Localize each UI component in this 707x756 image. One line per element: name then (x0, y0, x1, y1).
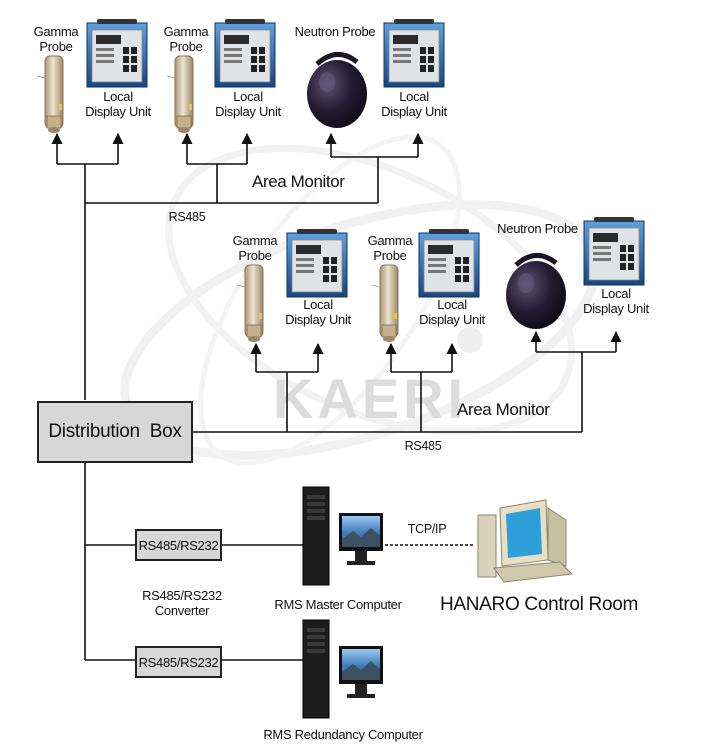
display-unit-icon-g2-3 (583, 217, 645, 286)
tcpip-label: TCP/IP (407, 522, 447, 536)
neutron-probe-icon-g2-3 (506, 253, 566, 329)
display-label-g2-2: Local Display Unit (419, 297, 485, 327)
distribution-box: Distribution Box (37, 401, 193, 463)
display-unit-icon-g2-1 (286, 229, 348, 298)
converter-caption: RS485/RS232 Converter (142, 588, 222, 618)
master-computer-label: RMS Master Computer (274, 597, 402, 612)
display-label-g1-2: Local Display Unit (215, 89, 281, 119)
converter-box-2-label: RS485/RS232 (138, 654, 219, 670)
display-label-g2-3: Local Display Unit (583, 286, 649, 316)
gamma-probe-icon-g1-2 (166, 55, 194, 133)
probe-label-g1-1: Gamma Probe (33, 24, 79, 54)
probe-label-g2-3: Neutron Probe (497, 221, 578, 236)
watermark-text: KAERI (273, 367, 467, 430)
display-label-g1-1: Local Display Unit (85, 89, 151, 119)
distribution-box-label: Distribution Box (48, 421, 182, 442)
probe-label-g2-1: Gamma Probe (232, 233, 278, 263)
display-unit-icon-g1-2 (214, 19, 276, 88)
display-unit-icon-g2-2 (418, 229, 480, 298)
probe-label-g1-3: Neutron Probe (294, 24, 376, 39)
area-monitor-title-2: Area Monitor (457, 400, 550, 419)
area-monitor-title-1: Area Monitor (252, 172, 345, 191)
rs485-label-1: RS485 (168, 210, 206, 224)
control-room-pc-icon (477, 499, 574, 583)
display-label-g1-3: Local Display Unit (381, 89, 447, 119)
converter-box-2: RS485/RS232 (135, 646, 222, 678)
gamma-probe-icon-g1-1 (36, 55, 64, 133)
probe-label-g2-2: Gamma Probe (367, 233, 413, 263)
wiring (51, 132, 622, 661)
probe-label-g1-2: Gamma Probe (163, 24, 209, 54)
redundancy-computer-icon (302, 619, 383, 719)
redundancy-computer-label: RMS Redundancy Computer (263, 727, 423, 742)
gamma-probe-icon-g2-1 (236, 264, 264, 342)
display-unit-icon-g1-1 (86, 19, 148, 88)
rs485-label-2: RS485 (404, 439, 442, 453)
devices (36, 19, 645, 719)
neutron-probe-icon-g1-3 (307, 52, 367, 128)
display-label-g2-1: Local Display Unit (285, 297, 351, 327)
gamma-probe-icon-g2-2 (371, 264, 399, 342)
display-unit-icon-g1-3 (383, 19, 445, 88)
control-room-label: HANARO Control Room (439, 594, 639, 615)
converter-box-1-label: RS485/RS232 (138, 537, 219, 553)
master-computer-icon (302, 486, 383, 586)
converter-box-1: RS485/RS232 (135, 529, 222, 561)
